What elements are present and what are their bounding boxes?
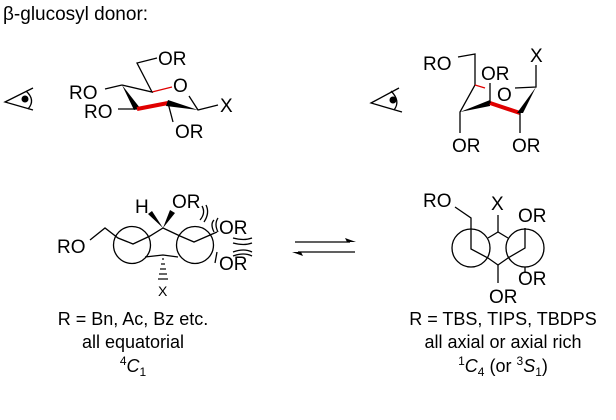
caption-line2: all equatorial bbox=[82, 332, 184, 352]
eye-icon bbox=[3, 87, 34, 111]
chair-4C1: OR O RO RO OR X bbox=[69, 49, 233, 143]
label-or: OR bbox=[219, 218, 248, 239]
label-or: OR bbox=[158, 49, 187, 70]
label-or: OR bbox=[512, 136, 541, 157]
label-x: X bbox=[158, 283, 168, 299]
label-or: OR bbox=[175, 122, 204, 143]
label-or: OR bbox=[518, 269, 547, 290]
caption-left: R = Bn, Ac, Bz etc. all equatorial 4C1 bbox=[58, 309, 209, 379]
label-ro: RO bbox=[69, 83, 98, 104]
caption-line1: R = Bn, Ac, Bz etc. bbox=[58, 309, 209, 329]
eye-icon bbox=[369, 87, 403, 113]
label-ro: RO bbox=[423, 191, 452, 212]
chair-1C4: RO OR O X OR OR bbox=[423, 46, 543, 157]
label-ring-o: O bbox=[173, 76, 188, 97]
label-or: OR bbox=[481, 64, 510, 85]
conformation-label: 4C1 bbox=[120, 354, 147, 379]
label-or: OR bbox=[452, 136, 481, 157]
label-ro: RO bbox=[84, 102, 113, 123]
caption-line1: R = TBS, TIPS, TBDPS bbox=[409, 309, 597, 329]
label-or: OR bbox=[489, 287, 518, 308]
label-or: OR bbox=[172, 192, 201, 213]
equilibrium-arrows bbox=[292, 238, 356, 256]
label-ro: RO bbox=[423, 54, 452, 75]
caption-line2: all axial or axial rich bbox=[424, 332, 581, 352]
label-h: H bbox=[135, 197, 149, 218]
conformation-label: 1C4 (or 3S1) bbox=[458, 354, 548, 379]
steric-clash-marks bbox=[199, 204, 253, 257]
label-or: OR bbox=[518, 206, 547, 227]
label-x: X bbox=[530, 46, 543, 67]
caption-right: R = TBS, TIPS, TBDPS all axial or axial … bbox=[409, 309, 597, 379]
newman-1C4: RO X OR OR OR bbox=[423, 191, 547, 308]
label-ring-o: O bbox=[497, 85, 512, 106]
label-x: X bbox=[491, 194, 504, 215]
newman-4C1: RO H OR OR OR X bbox=[57, 192, 253, 299]
title: β-glucosyl donor: bbox=[3, 4, 148, 25]
label-or: OR bbox=[219, 254, 248, 275]
label-x: X bbox=[220, 96, 233, 117]
label-ro: RO bbox=[57, 237, 86, 258]
